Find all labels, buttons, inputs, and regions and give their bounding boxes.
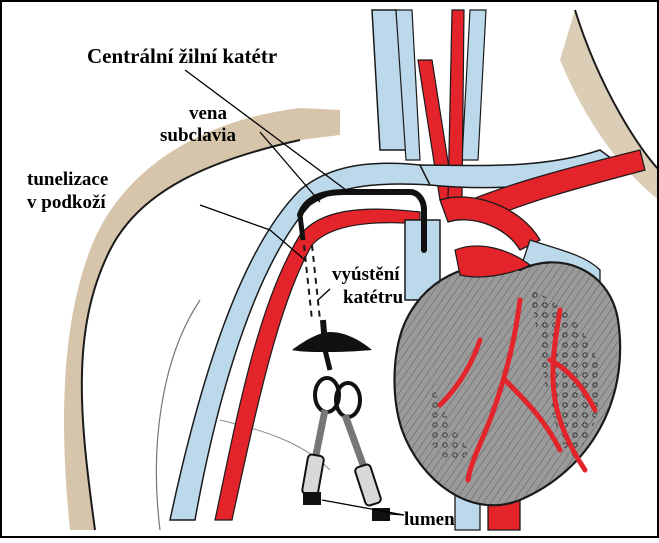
image-border — [0, 0, 659, 538]
illustration: Centrální žilní katétr vena subclavia tu… — [0, 0, 659, 538]
